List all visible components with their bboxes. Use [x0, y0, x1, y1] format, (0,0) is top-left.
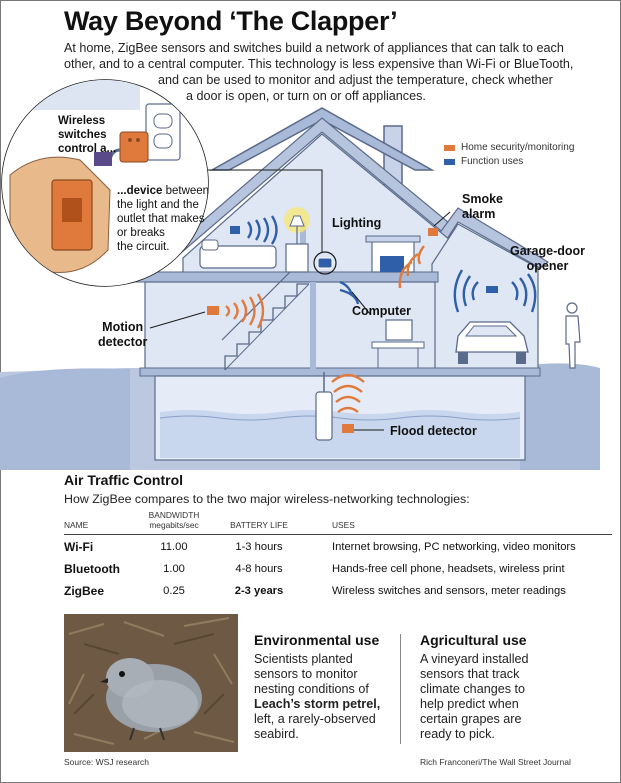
motion-sensor — [207, 306, 219, 315]
light-switch-device — [230, 226, 240, 234]
header-uses: USES — [304, 510, 612, 535]
callout-computer — [351, 291, 371, 315]
signal-waves-blue — [247, 215, 537, 313]
inset-device-text: ...device between the light and the outl… — [117, 185, 210, 253]
header-name: NAME — [64, 510, 134, 535]
flood-sensor — [342, 424, 354, 433]
legend-function: Function uses — [444, 156, 523, 167]
ground-floor-slab — [139, 367, 541, 377]
callout-motion — [149, 311, 206, 329]
wall-outlet — [145, 103, 181, 161]
page-title: Way Beyond ‘The Clapper’ — [64, 6, 398, 36]
legend-swatch — [444, 144, 455, 151]
section-subtitle: How ZigBee compares to the two major wir… — [64, 492, 470, 506]
person-figure — [565, 302, 581, 369]
intro-line: other, and to a central computer. This t… — [64, 57, 574, 71]
label-motion-detector: Motion detector — [98, 320, 148, 349]
upper-floor-slab — [135, 271, 439, 283]
legend-security: Home security/monitoring — [444, 142, 574, 153]
storm-petrel-photo — [64, 614, 238, 752]
section-title: Air Traffic Control — [64, 472, 184, 488]
intro-line: At home, ZigBee sensors and switches bui… — [64, 41, 564, 55]
intro-line: and can be used to monitor and adjust th… — [158, 73, 553, 87]
source-note: Source: WSJ research — [64, 757, 150, 767]
table-row: Wi-Fi 11.00 1-3 hours Internet browsing,… — [64, 540, 576, 554]
computer-monitor — [385, 319, 413, 341]
label-lighting: Lighting — [332, 216, 382, 230]
intro-text: At home, ZigBee sensors and switches bui… — [64, 40, 612, 104]
lamp — [289, 215, 305, 227]
environmental-title: Environmental use — [254, 632, 380, 648]
column-divider — [400, 634, 401, 744]
computer-desk — [371, 341, 425, 349]
environmental-use: Environmental use Scientists planted sen… — [254, 632, 392, 742]
garage-device — [486, 286, 498, 293]
water-heater — [315, 391, 333, 441]
nightstand — [285, 243, 309, 273]
agricultural-title: Agricultural use — [420, 632, 527, 648]
label-flood-detector: Flood detector — [390, 424, 477, 438]
house-diagram — [0, 79, 600, 470]
table-row: ZigBee 0.25 2-3 years Wireless switches … — [64, 584, 566, 598]
label-computer: Computer — [352, 304, 412, 318]
lighting-device — [317, 257, 333, 269]
ground-right — [520, 363, 600, 470]
basement-water — [160, 410, 520, 458]
credit-note: Rich Franconeri/The Wall Street Journal — [420, 757, 571, 767]
ground-hill — [0, 368, 130, 470]
label-smoke-alarm: Smoke alarm — [462, 192, 503, 221]
bed — [199, 245, 277, 269]
legend-swatch — [444, 158, 455, 165]
smoke-sensor — [428, 228, 438, 236]
agricultural-text: A vineyard installed sensors that track … — [420, 652, 529, 741]
inset-circle — [1, 79, 209, 287]
inset-switch-label: Wireless switches control a... — [58, 115, 117, 155]
interior-wall — [310, 282, 316, 370]
environmental-text: Scientists planted sensors to monitor ne… — [254, 652, 381, 741]
comparison-section: Air Traffic Control How ZigBee compares … — [64, 472, 612, 506]
callout-smoke — [433, 211, 451, 227]
agricultural-use: Agricultural use A vineyard installed se… — [420, 632, 548, 742]
ground-floor — [144, 281, 436, 371]
signal-waves-orange — [225, 245, 425, 413]
bird-illustration — [64, 614, 238, 752]
intro-line: a door is open, or turn on or off applia… — [186, 89, 426, 103]
header-battery: BATTERY LIFE — [214, 510, 304, 535]
label-garage-opener: Garage-door opener — [510, 244, 586, 273]
plug-device — [119, 131, 149, 163]
table-row: Bluetooth 1.00 4-8 hours Hands-free cell… — [64, 562, 565, 576]
